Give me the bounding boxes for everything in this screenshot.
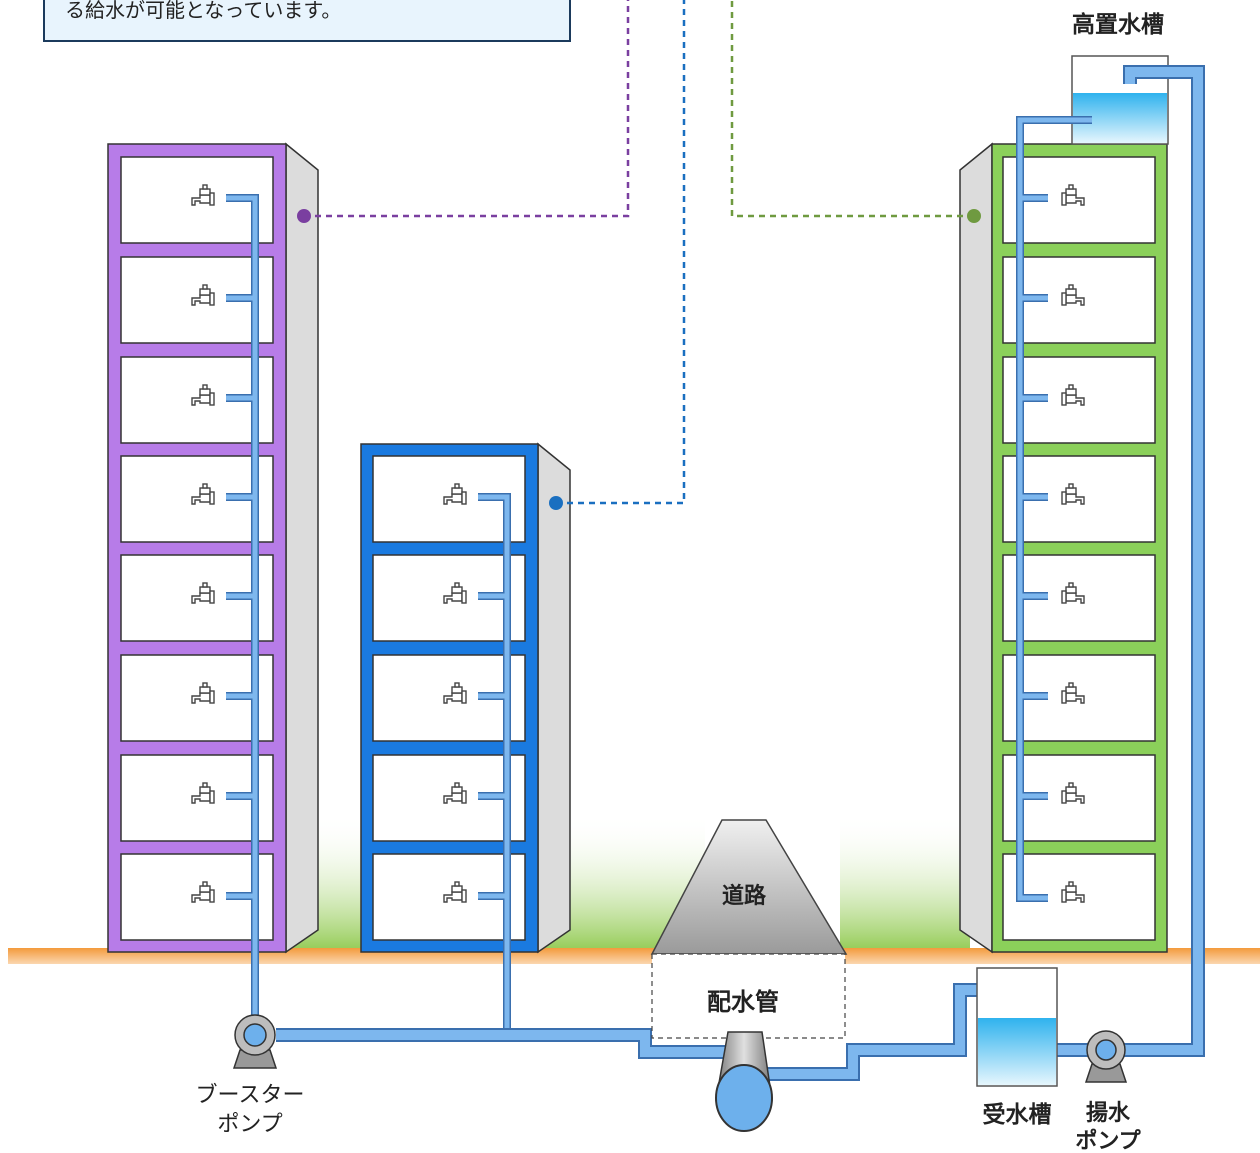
booster-pump-label-2: ポンプ xyxy=(217,1112,282,1137)
description-callout-box: る給水が可能となっています。 xyxy=(43,0,571,42)
leader-dot-green xyxy=(967,209,981,223)
leader-dot-purple xyxy=(297,209,311,223)
pipe-section-icon xyxy=(715,1031,773,1132)
lift-pump-label-2: ポンプ xyxy=(1075,1128,1141,1153)
road-label: 道路 xyxy=(722,883,767,909)
elevated-tank-label: 高置水槽 xyxy=(1072,11,1164,38)
pump-icon xyxy=(1084,1030,1128,1083)
lift-pump-label-1: 揚水 xyxy=(1086,1100,1131,1126)
receiving-tank xyxy=(976,967,1058,1087)
main-pipe-label: 配水管 xyxy=(707,988,779,1016)
ground-line xyxy=(8,948,1260,964)
tank-building xyxy=(959,142,1168,954)
receiving-tank-label: 受水槽 xyxy=(983,1101,1052,1128)
booster-building xyxy=(107,142,319,954)
pipes xyxy=(226,65,1205,1081)
booster-pump-label-1: ブースター xyxy=(196,1083,305,1108)
road xyxy=(650,819,848,955)
main-pipe-trench xyxy=(651,953,846,1039)
leader-dot-blue xyxy=(549,496,563,510)
description-text: る給水が可能となっています。 xyxy=(65,0,342,22)
pump-icon xyxy=(232,1014,278,1069)
grass-area-right xyxy=(840,815,970,955)
leader-lines xyxy=(304,0,974,505)
